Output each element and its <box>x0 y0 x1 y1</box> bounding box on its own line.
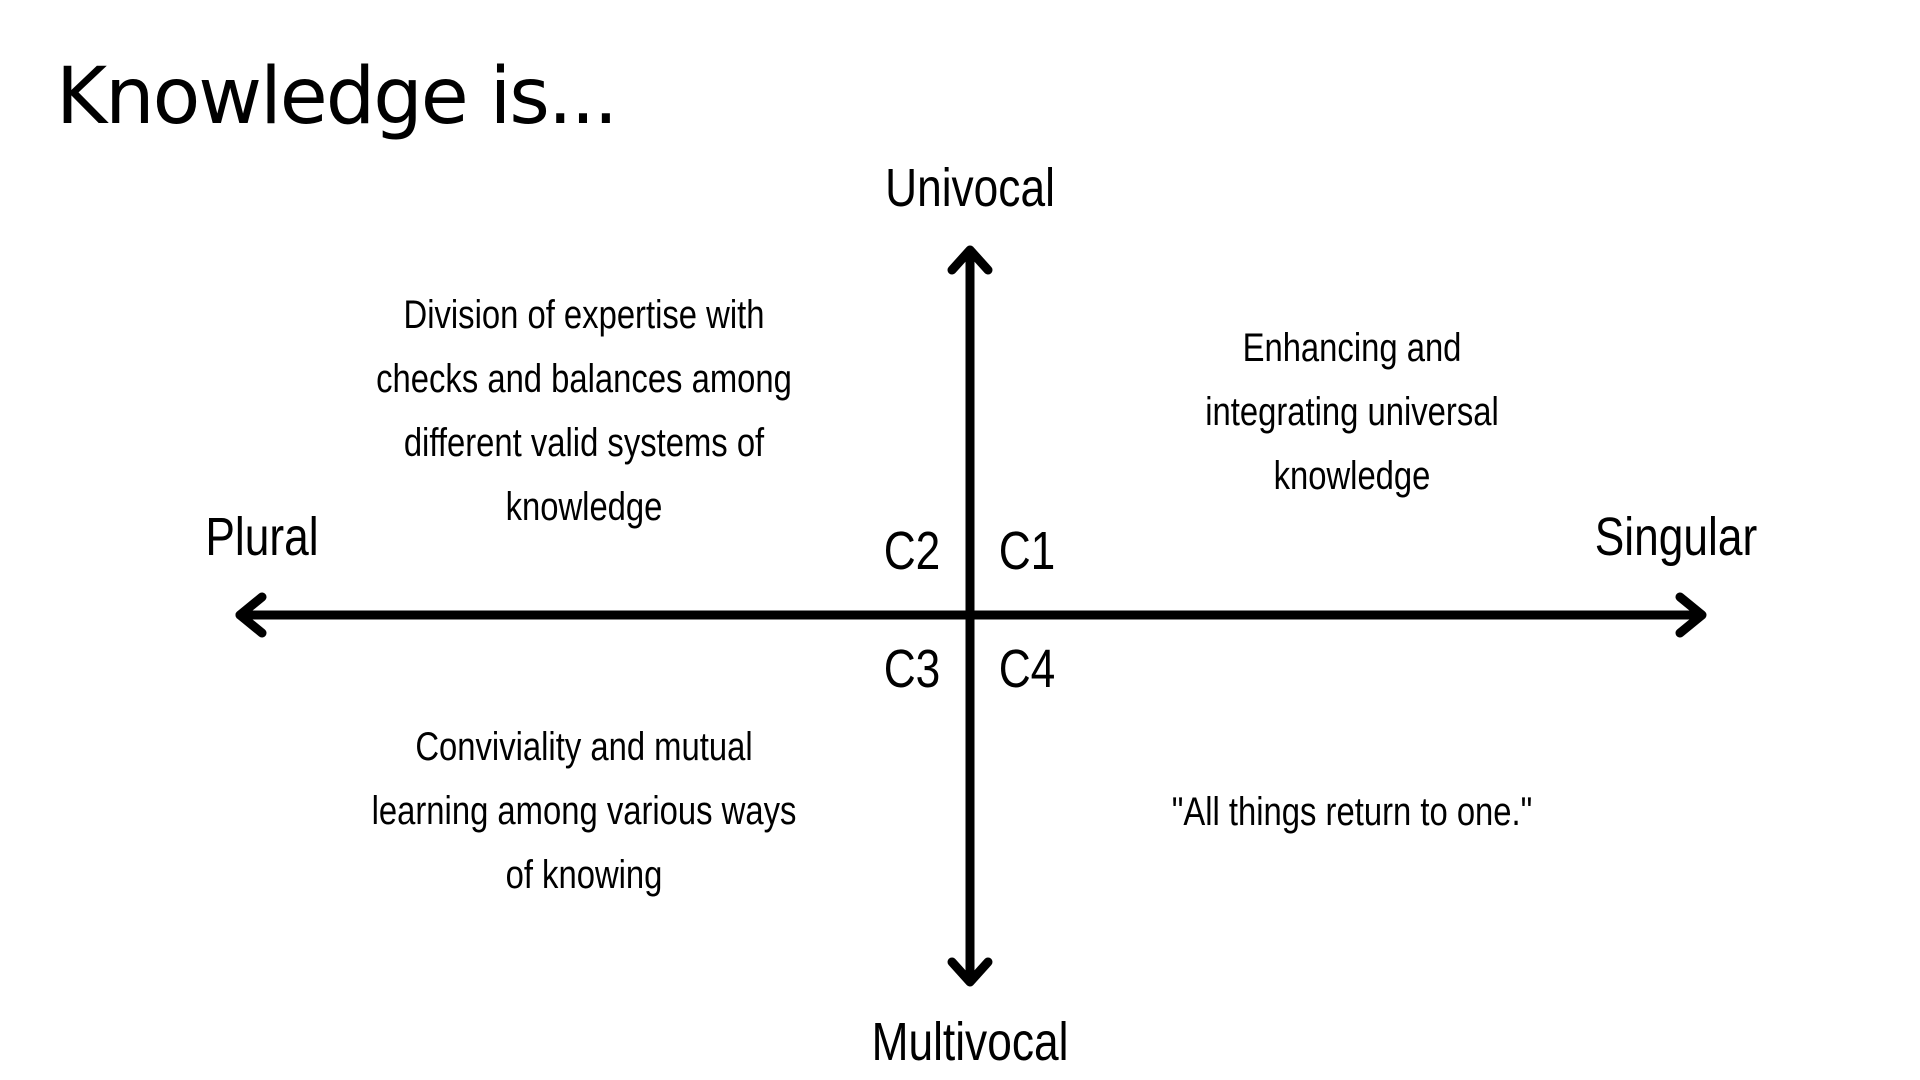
slide-title: Knowledge is... <box>56 52 618 142</box>
quadrant-text-top-left: Division of expertise with checks and ba… <box>376 283 792 539</box>
right-arrowhead <box>1675 592 1707 638</box>
text-line: checks and balances among <box>376 357 792 401</box>
quadrant-code-c1: C1 <box>998 521 1056 581</box>
axis-label-multivocal: Multivocal <box>871 1012 1069 1072</box>
text-line: integrating universal <box>1205 390 1499 434</box>
quadrant-text-top-right: Enhancing and integrating universal know… <box>1205 316 1499 508</box>
axis-label-singular: Singular <box>1594 507 1758 567</box>
quadrant-text-bottom-left: Conviviality and mutual learning among v… <box>372 715 797 907</box>
text-line: knowledge <box>505 485 663 529</box>
text-line: Division of expertise with <box>403 293 765 337</box>
axis-label-plural: Plural <box>205 507 319 567</box>
quadrant-code-c2: C2 <box>883 521 941 581</box>
text-line: different valid systems of <box>403 421 765 465</box>
down-arrowhead <box>947 957 993 987</box>
up-arrowhead <box>947 245 993 275</box>
left-arrowhead <box>235 592 267 638</box>
quadrant-code-c3: C3 <box>883 639 941 699</box>
axis-label-univocal: Univocal <box>885 158 1055 218</box>
text-line: "All things return to one." <box>1171 790 1533 834</box>
text-line: of knowing <box>505 853 663 897</box>
quadrant-text-bottom-right: "All things return to one." <box>1172 780 1533 844</box>
text-line: learning among various ways <box>371 789 797 833</box>
text-line: Conviviality and mutual <box>415 725 753 769</box>
text-line: knowledge <box>1273 454 1431 498</box>
text-line: Enhancing and <box>1242 326 1462 370</box>
quadrant-code-c4: C4 <box>998 639 1056 699</box>
